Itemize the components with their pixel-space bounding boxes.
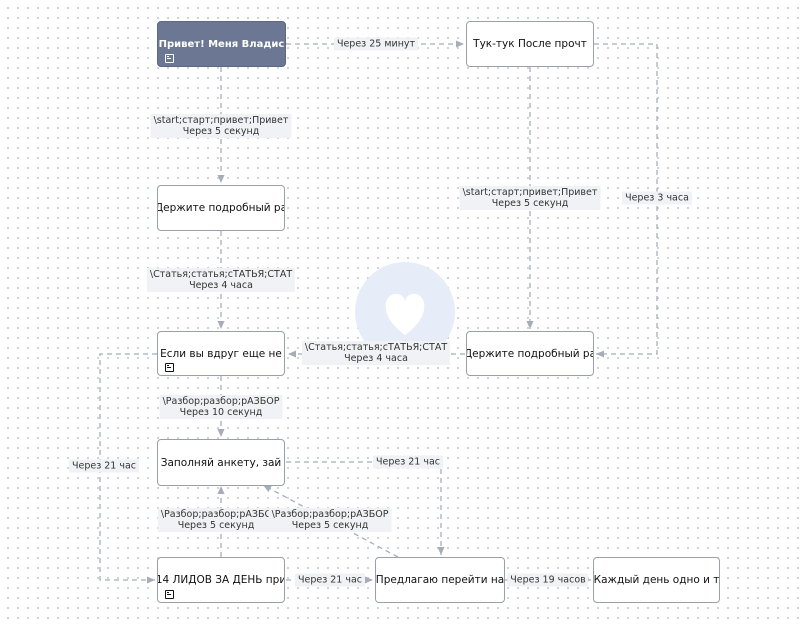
edge-label-line: Через 3 часа bbox=[625, 192, 689, 204]
node-if-not-yet[interactable]: Если вы вдруг еще не bbox=[157, 331, 285, 376]
node-label: Каждый день одно и т bbox=[593, 574, 720, 586]
edge-label-line: Через 21 час bbox=[297, 574, 363, 586]
edge-label-e6: \Статья;статья;сТАТЬЯ;СТАТ Через 4 часа bbox=[301, 341, 451, 365]
node-label: 14 ЛИДОВ ЗА ДЕНЬ при bbox=[157, 574, 285, 586]
edge-label-e8: Через 21 час bbox=[68, 459, 140, 473]
edge-label-e11: \Разбор;разбор;рАЗБОР Через 5 секунд bbox=[268, 508, 392, 532]
edge-label-line: Через 4 часа bbox=[189, 280, 253, 291]
edge-label-e4: Через 3 часа bbox=[622, 191, 692, 205]
edge-label-e2: \start;старт;привет;Привет Через 5 секун… bbox=[150, 114, 292, 138]
edge-label-e3: \start;старт;привет;Привет Через 5 секун… bbox=[459, 186, 601, 210]
node-label: Если вы вдруг еще не bbox=[160, 347, 282, 360]
edge-label-line: \Разбор;разбор;рАЗБОР bbox=[271, 509, 389, 520]
edge-label-line: Через 5 секунд bbox=[177, 520, 255, 531]
edge-label-e7: \Разбор;разбор;рАЗБОР Через 10 секунд bbox=[159, 395, 283, 419]
edge-label-e1: Через 25 минут bbox=[333, 37, 419, 51]
edge-e8[interactable] bbox=[99, 353, 157, 584]
edge-label-line: Через 25 минут bbox=[336, 38, 416, 50]
message-block-icon bbox=[165, 363, 174, 372]
node-suggest[interactable]: Предлагаю перейти на bbox=[375, 557, 505, 603]
edge-label-line: Через 5 секунд bbox=[291, 520, 369, 531]
edge-label-line: Через 10 секунд bbox=[179, 407, 263, 418]
edge-label-line: Через 4 часа bbox=[344, 353, 408, 364]
edge-label-line: Через 21 час bbox=[71, 460, 137, 472]
node-14-leads[interactable]: 14 ЛИДОВ ЗА ДЕНЬ при bbox=[157, 557, 285, 603]
edge-label-line: \start;старт;привет;Привет bbox=[462, 187, 598, 198]
edge-label-e13: Через 19 часов bbox=[507, 573, 589, 587]
node-detailed-2[interactable]: Держите подробный ра bbox=[466, 331, 594, 376]
node-fill-form[interactable]: Заполняй анкету, зай bbox=[157, 439, 285, 486]
node-start[interactable]: Привет! Меня Владис bbox=[157, 21, 286, 67]
message-block-icon bbox=[165, 590, 174, 599]
edge-label-e10: \Разбор;разбор;рАЗБС Через 5 секунд bbox=[157, 508, 275, 532]
edge-label-e9: Через 21 час bbox=[372, 455, 444, 469]
edge-label-line: \start;старт;привет;Привет bbox=[153, 115, 289, 126]
edge-label-e5: \Статья;статья;сТАТЬЯ;СТАТ Через 4 часа bbox=[146, 268, 296, 292]
edge-label-line: \Разбор;разбор;рАЗБС bbox=[160, 509, 272, 520]
edge-label-line: Через 21 час bbox=[375, 456, 441, 468]
edge-label-line: \Статья;статья;сТАТЬЯ;СТАТ bbox=[304, 342, 448, 353]
node-label: Тук-тук После прочт bbox=[473, 38, 587, 50]
node-knock-knock[interactable]: Тук-тук После прочт bbox=[466, 21, 594, 67]
node-every-day[interactable]: Каждый день одно и т bbox=[593, 557, 720, 603]
node-label: Держите подробный ра bbox=[157, 202, 285, 214]
edge-label-line: \Статья;статья;сТАТЬЯ;СТАТ bbox=[149, 269, 293, 280]
edge-label-line: Через 5 секунд bbox=[491, 198, 569, 209]
heart-logo-icon bbox=[355, 262, 455, 362]
message-block-icon bbox=[165, 54, 174, 63]
node-detailed-1[interactable]: Держите подробный ра bbox=[157, 185, 285, 231]
edge-label-line: Через 5 секунд bbox=[182, 126, 260, 137]
edge-label-line: Через 19 часов bbox=[510, 574, 586, 586]
node-label: Держите подробный ра bbox=[466, 347, 594, 360]
node-label: Предлагаю перейти на bbox=[375, 574, 505, 586]
node-label: Заполняй анкету, зай bbox=[160, 456, 282, 469]
edge-label-line: \Разбор;разбор;рАЗБОР bbox=[162, 396, 280, 407]
node-label: Привет! Меня Владис bbox=[158, 38, 285, 50]
edge-label-e12: Через 21 час bbox=[294, 573, 366, 587]
